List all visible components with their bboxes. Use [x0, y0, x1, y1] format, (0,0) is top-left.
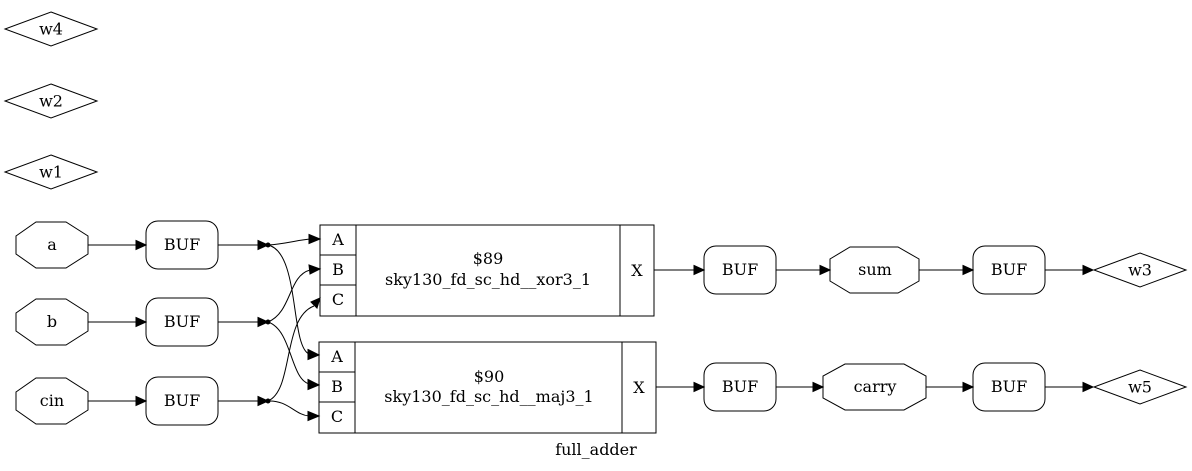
input-port-a: a	[15, 221, 89, 269]
wire-cin-to-xor-C	[267, 297, 321, 402]
wire-w5-label: w5	[1128, 378, 1152, 397]
buffer-carry-out: BUF	[972, 362, 1046, 412]
input-port-a-label: a	[47, 235, 57, 254]
cell-maj3: A B C $90 sky130_fd_sc_hd__maj3_1 X	[318, 341, 657, 434]
wire-b-to-buf	[88, 316, 148, 328]
wire-bufcin-to-junction	[218, 395, 271, 407]
xor-port-X: X	[631, 261, 643, 280]
wire-bufb-to-junction	[218, 316, 271, 328]
wire-w2-label: w2	[39, 92, 63, 111]
wire-w1-label: w1	[39, 163, 63, 182]
cell-xor3: A B C $89 sky130_fd_sc_hd__xor3_1 X	[319, 224, 655, 317]
wire-buf-to-w3	[1045, 264, 1095, 276]
xor-port-A: A	[331, 230, 344, 249]
buffer-cin: BUF	[145, 376, 219, 426]
xor-cell-id: $89	[473, 249, 504, 268]
wire-w4-node: w4	[3, 11, 99, 47]
wire-w4-label: w4	[39, 20, 63, 39]
buffer-sum-out-label: BUF	[991, 260, 1027, 279]
wire-buf-to-sum	[776, 264, 832, 276]
maj-cell-id: $90	[474, 367, 505, 386]
wire-w2-node: w2	[3, 83, 99, 119]
wire-sum-to-buf	[919, 264, 975, 276]
wire-cin-to-buf	[88, 395, 148, 407]
input-port-cin-label: cin	[40, 391, 64, 410]
wire-w3-node: w3	[1092, 252, 1188, 288]
buffer-carry-out-label: BUF	[991, 377, 1027, 396]
input-port-b: b	[15, 298, 89, 346]
maj-port-B: B	[331, 377, 343, 396]
buffer-xor-out: BUF	[703, 245, 777, 295]
input-port-b-label: b	[47, 312, 57, 331]
output-port-carry-label: carry	[854, 377, 897, 396]
output-port-sum-label: sum	[858, 260, 892, 279]
input-port-cin: cin	[15, 377, 89, 425]
output-port-sum: sum	[829, 246, 920, 294]
buffer-xor-out-label: BUF	[722, 260, 758, 279]
buffer-b-label: BUF	[164, 312, 200, 331]
maj-port-C: C	[331, 407, 343, 426]
wire-buf-to-carry	[776, 381, 825, 393]
wire-bufa-to-junction	[218, 239, 271, 251]
wire-w3-label: w3	[1128, 261, 1152, 280]
wire-a-to-maj-A	[267, 244, 321, 361]
wire-b-to-xor-B	[267, 264, 322, 323]
buffer-a-label: BUF	[164, 235, 200, 254]
buffer-maj-out: BUF	[703, 362, 777, 412]
buffer-b: BUF	[145, 297, 219, 347]
buffer-sum-out: BUF	[972, 245, 1046, 295]
wire-carry-to-buf	[926, 381, 975, 393]
wire-cin-to-maj-C	[267, 400, 321, 422]
wire-w1-node: w1	[3, 154, 99, 190]
wire-b-to-maj-B	[267, 321, 321, 391]
output-port-carry: carry	[822, 363, 927, 411]
wire-maj-to-buf	[656, 381, 706, 393]
wire-a-to-xor-A	[267, 233, 322, 246]
xor-port-B: B	[332, 260, 344, 279]
xor-port-C: C	[332, 290, 344, 309]
module-name-label: full_adder	[555, 440, 637, 459]
xor-cell-type: sky130_fd_sc_hd__xor3_1	[385, 270, 591, 289]
wire-w5-node: w5	[1092, 369, 1188, 405]
wire-xor-to-buf	[654, 264, 706, 276]
buffer-cin-label: BUF	[164, 391, 200, 410]
wire-buf-to-w5	[1045, 381, 1095, 393]
maj-cell-type: sky130_fd_sc_hd__maj3_1	[384, 387, 593, 406]
wire-a-to-buf	[88, 239, 148, 251]
buffer-maj-out-label: BUF	[722, 377, 758, 396]
buffer-a: BUF	[145, 220, 219, 270]
maj-port-A: A	[330, 347, 343, 366]
maj-port-X: X	[633, 378, 645, 397]
